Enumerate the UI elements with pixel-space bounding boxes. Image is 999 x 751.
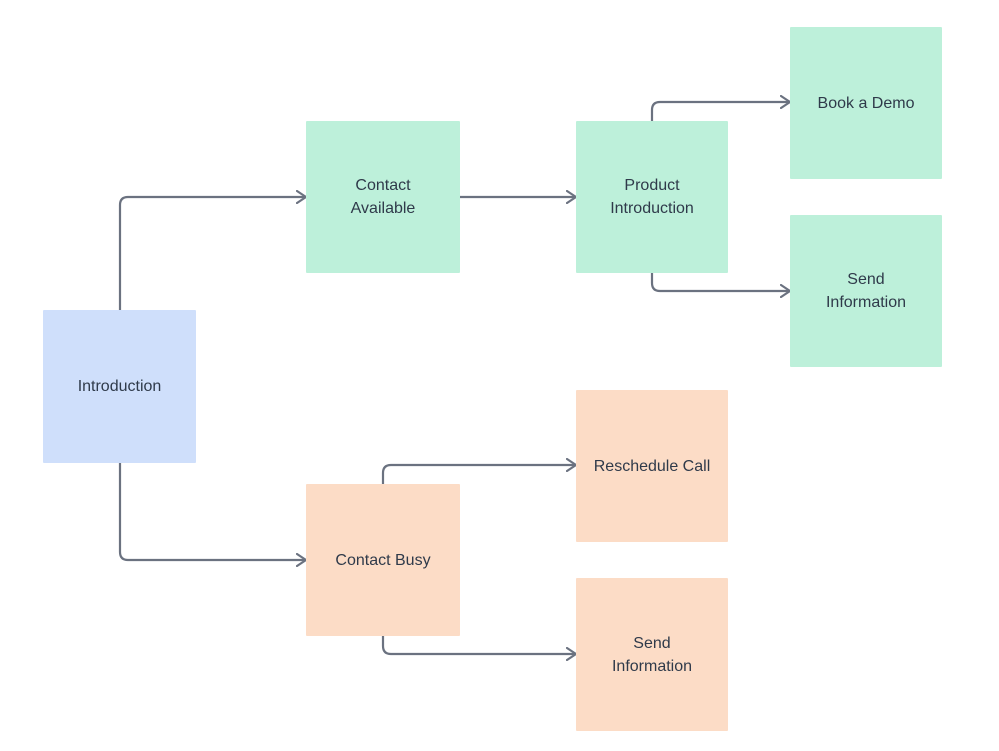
node-label: Reschedule Call: [593, 457, 711, 475]
node-contact-busy[interactable]: Contact Busy: [306, 484, 460, 636]
node-label: Book a Demo: [817, 94, 915, 112]
node-label: Contact Busy: [335, 551, 431, 569]
edge-product-introduction-to-send-information: [650, 273, 790, 291]
edge-contact-busy-to-send-information: [381, 636, 576, 654]
edge-product-introduction-to-book-a-demo: [650, 102, 790, 121]
edge-introduction-to-contact-available: [118, 197, 306, 310]
node-label: Introduction: [77, 378, 162, 395]
node-book-a-demo[interactable]: Book a Demo: [790, 27, 942, 179]
node-introduction[interactable]: Introduction: [43, 310, 196, 463]
node-reschedule-call[interactable]: Reschedule Call: [576, 390, 728, 542]
edge-introduction-to-contact-busy: [118, 463, 306, 560]
edge-contact-busy-to-reschedule-call: [381, 465, 576, 484]
